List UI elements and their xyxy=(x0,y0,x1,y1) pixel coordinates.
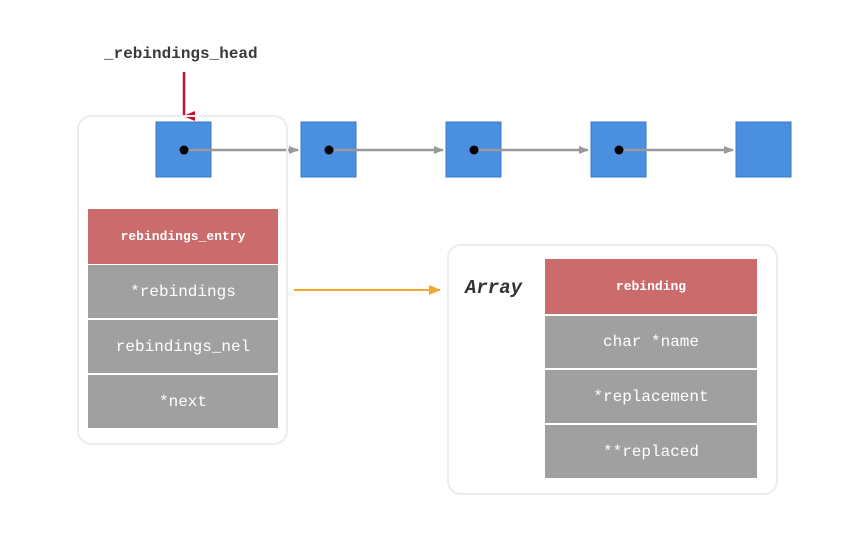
list-node xyxy=(735,121,792,178)
pointer-dot xyxy=(324,145,334,155)
array-field-name: char *name xyxy=(545,316,757,368)
entry-container xyxy=(77,115,288,445)
array-header: rebinding xyxy=(545,259,757,314)
pointer-dot xyxy=(179,145,189,155)
entry-header: rebindings_entry xyxy=(88,209,278,264)
entry-field-next: *next xyxy=(88,375,278,428)
pointer-dot xyxy=(614,145,624,155)
rebindings-head-label: _rebindings_head xyxy=(104,45,258,63)
array-label: Array xyxy=(465,277,523,299)
array-field-replaced: **replaced xyxy=(545,425,757,478)
array-container xyxy=(447,244,778,495)
array-field-replacement: *replacement xyxy=(545,370,757,423)
entry-field-rebindings: *rebindings xyxy=(88,265,278,318)
entry-field-rebindings-nel: rebindings_nel xyxy=(88,320,278,373)
linked-list xyxy=(155,121,792,178)
pointer-dot xyxy=(469,145,479,155)
